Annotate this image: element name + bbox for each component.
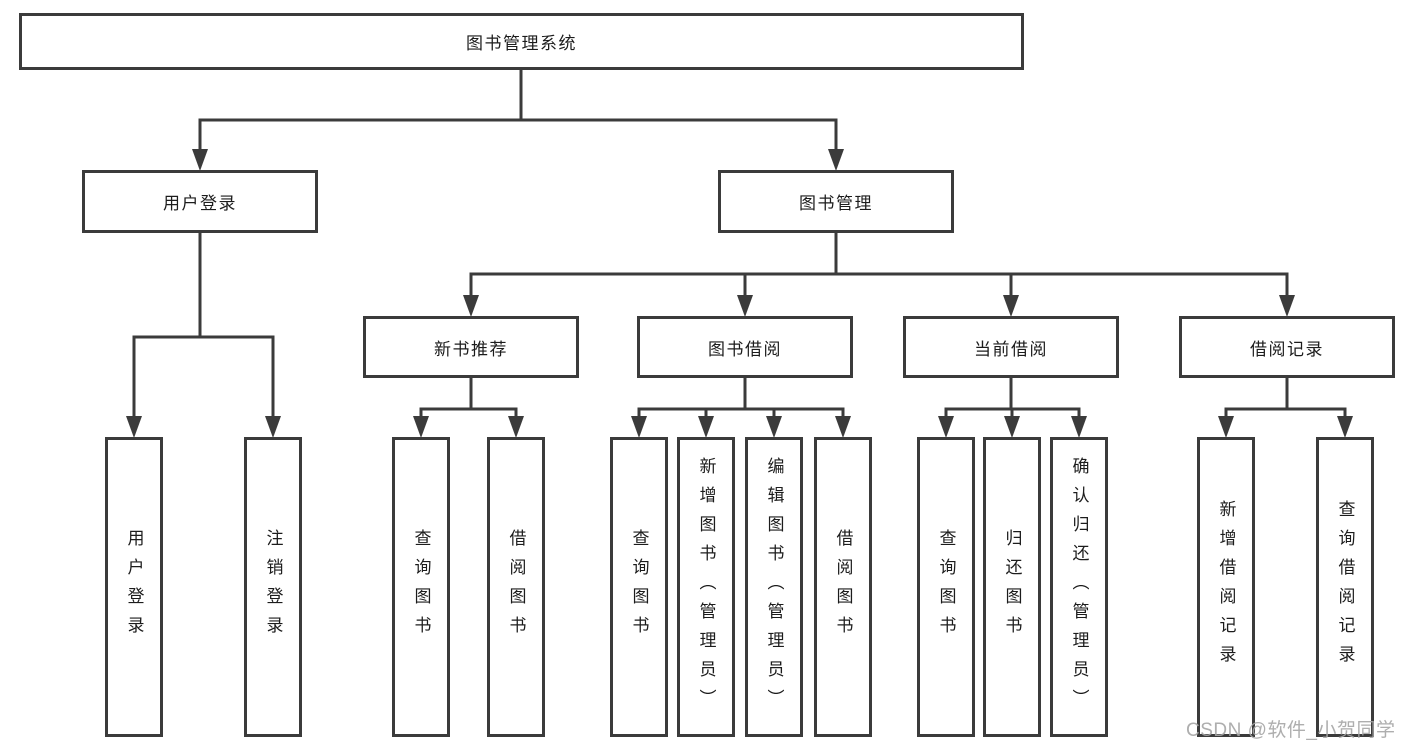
leaf-return-books: 归还图书: [983, 437, 1041, 737]
watermark: CSDN @软件_小贺同学: [1186, 720, 1396, 741]
node-borrow-records: 借阅记录: [1179, 316, 1395, 378]
node-new-book-recommend: 新书推荐: [363, 316, 579, 378]
leaf-borrow-books-borrowing: 借阅图书: [814, 437, 872, 737]
node-book-borrowing: 图书借阅: [637, 316, 853, 378]
leaf-query-borrow-record: 查询借阅记录: [1316, 437, 1374, 737]
leaf-logout-login: 注销登录: [244, 437, 302, 737]
leaf-edit-book-admin: 编辑图书（管理员）: [745, 437, 803, 737]
node-user-login: 用户登录: [82, 170, 318, 233]
leaf-query-books-current: 查询图书: [917, 437, 975, 737]
node-book-management: 图书管理: [718, 170, 954, 233]
leaf-add-borrow-record: 新增借阅记录: [1197, 437, 1255, 737]
leaf-confirm-return-admin: 确认归还（管理员）: [1050, 437, 1108, 737]
leaf-user-login: 用户登录: [105, 437, 163, 737]
arrowhead-icons: [126, 149, 1353, 438]
leaf-query-books-borrowing: 查询图书: [610, 437, 668, 737]
leaf-query-books-recommend: 查询图书: [392, 437, 450, 737]
leaf-borrow-books-recommend: 借阅图书: [487, 437, 545, 737]
node-current-borrowing: 当前借阅: [903, 316, 1119, 378]
leaf-add-book-admin: 新增图书（管理员）: [677, 437, 735, 737]
node-root: 图书管理系统: [19, 13, 1024, 70]
